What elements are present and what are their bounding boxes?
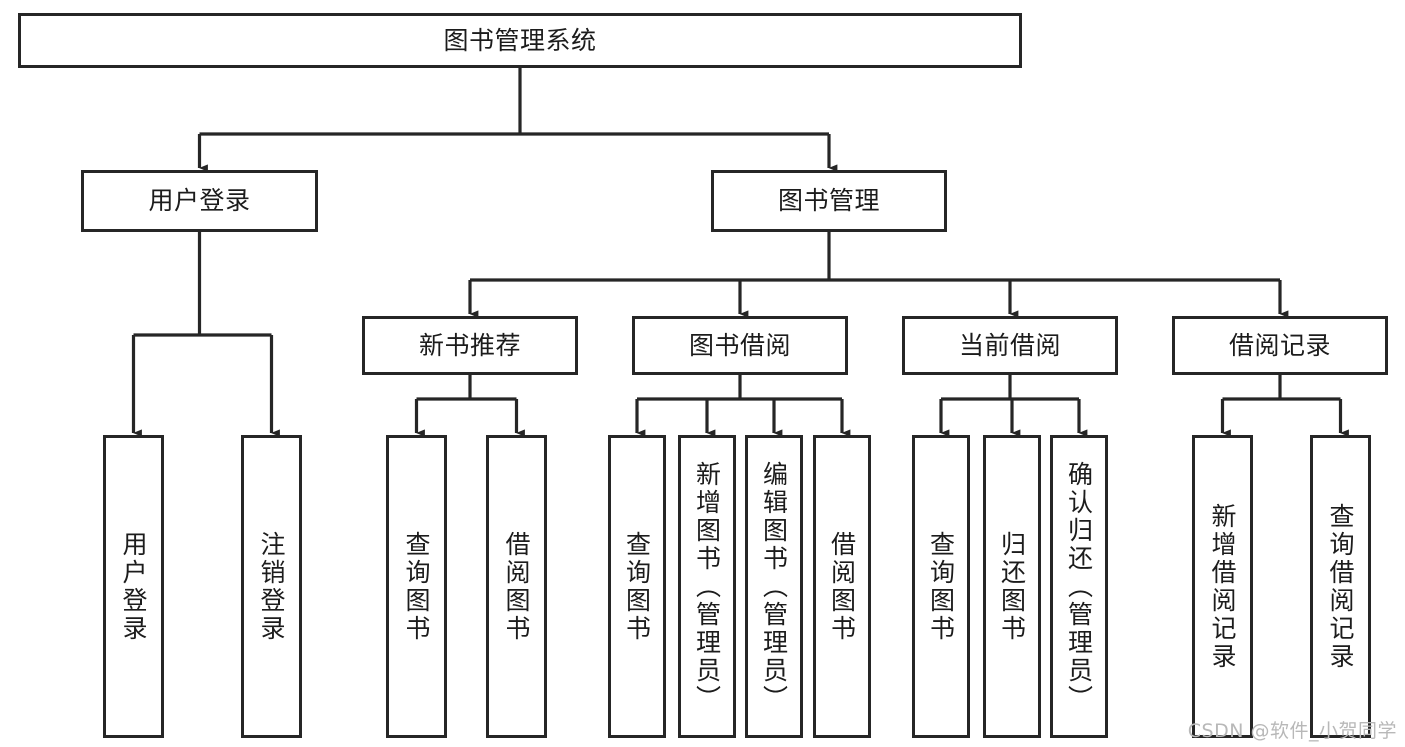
node-label: 新增图书（管理员） [692, 460, 722, 713]
node-label: 当前借阅 [958, 330, 1061, 360]
leaf-add-borrow-record[interactable]: 新增借阅记录 [1192, 435, 1253, 738]
node-root[interactable]: 图书管理系统 [18, 13, 1022, 68]
node-borrow-records[interactable]: 借阅记录 [1172, 316, 1388, 375]
node-label: 注销登录 [257, 530, 286, 643]
leaf-return-book[interactable]: 归还图书 [983, 435, 1041, 738]
node-label: 归还图书 [997, 530, 1027, 643]
leaf-borrow-book[interactable]: 借阅图书 [813, 435, 871, 738]
node-label: 新书推荐 [418, 330, 521, 360]
leaf-query-book-current[interactable]: 查询图书 [912, 435, 970, 738]
node-label: 查询图书 [622, 530, 652, 643]
node-label: 用户登录 [119, 530, 148, 643]
node-label: 查询图书 [402, 530, 431, 643]
node-label: 查询借阅记录 [1326, 502, 1355, 671]
node-label: 借阅图书 [502, 530, 531, 643]
leaf-add-book-admin[interactable]: 新增图书（管理员） [678, 435, 736, 738]
leaf-query-book-recommend[interactable]: 查询图书 [386, 435, 447, 738]
node-user-login[interactable]: 用户登录 [81, 170, 318, 232]
node-current-borrow[interactable]: 当前借阅 [902, 316, 1118, 375]
node-label: 图书借阅 [688, 330, 791, 360]
leaf-query-borrow-record[interactable]: 查询借阅记录 [1310, 435, 1371, 738]
node-label: 借阅图书 [827, 530, 857, 643]
leaf-confirm-return-admin[interactable]: 确认归还（管理员） [1050, 435, 1108, 738]
node-label: 借阅记录 [1228, 330, 1331, 360]
node-label: 图书管理 [777, 186, 880, 216]
leaf-borrow-book-recommend[interactable]: 借阅图书 [486, 435, 547, 738]
node-new-book-recommend[interactable]: 新书推荐 [362, 316, 578, 375]
node-label: 用户登录 [148, 186, 251, 216]
node-book-management[interactable]: 图书管理 [711, 170, 947, 232]
node-label: 新增借阅记录 [1208, 502, 1237, 671]
leaf-logout[interactable]: 注销登录 [241, 435, 302, 738]
node-book-borrow[interactable]: 图书借阅 [632, 316, 848, 375]
leaf-query-book-borrow[interactable]: 查询图书 [608, 435, 666, 738]
leaf-edit-book-admin[interactable]: 编辑图书（管理员） [745, 435, 803, 738]
node-label: 查询图书 [926, 530, 956, 643]
node-label: 图书管理系统 [443, 25, 597, 55]
leaf-user-login[interactable]: 用户登录 [103, 435, 164, 738]
node-label: 确认归还（管理员） [1064, 460, 1094, 713]
node-label: 编辑图书（管理员） [759, 460, 789, 713]
